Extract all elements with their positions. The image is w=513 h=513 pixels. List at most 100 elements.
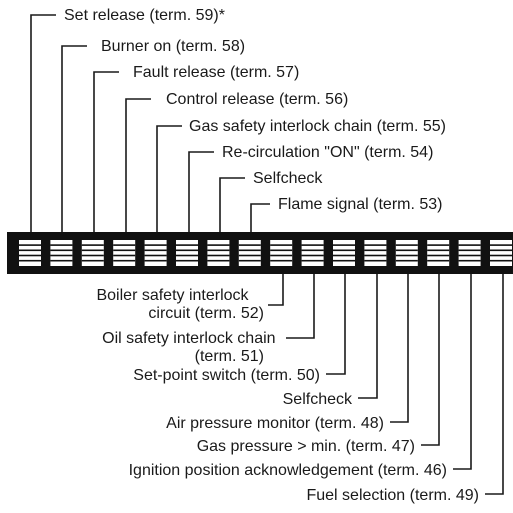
lamp-segment xyxy=(50,240,73,266)
lamp-segment xyxy=(207,240,230,266)
lamp-segment-stripe xyxy=(19,254,41,257)
lamp-segment-stripe xyxy=(458,244,481,246)
lamp-segment-stripe xyxy=(176,259,198,262)
lamp-segment-face xyxy=(301,240,324,266)
lamp-segment-stripe xyxy=(364,244,387,246)
label-boiler-safety-line1: Boiler safety interlock xyxy=(96,287,249,304)
lamp-segment-stripe xyxy=(113,259,136,262)
lamp-segment-face xyxy=(238,240,261,266)
lamp-segment xyxy=(301,240,324,266)
lamp-segment-stripe xyxy=(270,254,293,257)
leader-setpoint-switch xyxy=(326,274,346,375)
lamp-segment-stripe xyxy=(81,244,104,246)
lamp-segment-stripe xyxy=(238,244,261,246)
lamp-segment-stripe xyxy=(427,244,450,246)
lamp-segment xyxy=(490,240,512,266)
lamp-segment-stripe xyxy=(50,259,73,262)
label-control-release: Control release (term. 56) xyxy=(166,91,348,108)
leader-selfcheck-top xyxy=(219,177,245,232)
lamp-segments xyxy=(19,240,512,266)
lamp-segment-stripe xyxy=(427,249,450,252)
lamp-segment-face xyxy=(113,240,136,266)
lamp-segment-stripe xyxy=(238,254,261,257)
lamp-segment-face xyxy=(81,240,104,266)
lamp-segment-stripe xyxy=(301,249,324,252)
leader-fuel-selection xyxy=(485,274,504,495)
leader-selfcheck-bottom xyxy=(358,274,378,399)
lamp-segment-face xyxy=(333,240,355,266)
lamp-segment-stripe xyxy=(427,259,450,262)
label-boiler-safety-line2: circuit (term. 52) xyxy=(148,305,264,322)
label-recirculation: Re-circulation "ON" (term. 54) xyxy=(222,144,433,161)
lamp-segment-stripe xyxy=(50,244,73,246)
label-gas-pressure: Gas pressure > min. (term. 47) xyxy=(197,438,415,455)
bottom-labels: Boiler safety interlock circuit (term. 5… xyxy=(96,287,479,504)
top-leader-lines xyxy=(30,14,270,232)
lamp-segment-stripe xyxy=(427,254,450,257)
lamp-segment-face xyxy=(50,240,73,266)
leader-gas-pressure xyxy=(421,274,440,446)
leader-control-release xyxy=(125,98,151,232)
lamp-segment-face xyxy=(364,240,387,266)
lamp-segment-face xyxy=(144,240,167,266)
lamp-segment-stripe xyxy=(207,244,230,246)
lamp-segment-stripe xyxy=(458,259,481,262)
lamp-segment xyxy=(333,240,355,266)
leader-gas-safety-interlock xyxy=(156,125,182,232)
lamp-segment-stripe xyxy=(458,249,481,252)
label-ignition-position: Ignition position acknowledgement (term.… xyxy=(129,462,447,479)
lamp-strip xyxy=(7,232,513,274)
lamp-segment xyxy=(270,240,293,266)
label-fault-release: Fault release (term. 57) xyxy=(133,64,299,81)
top-labels: Set release (term. 59)* Burner on (term.… xyxy=(64,7,446,213)
leader-flame-signal xyxy=(250,203,270,232)
label-oil-safety: Oil safety interlock chain (term. 51) xyxy=(102,330,280,365)
lamp-segment-stripe xyxy=(50,254,73,257)
lamp-segment-stripe xyxy=(270,259,293,262)
lamp-segment xyxy=(427,240,450,266)
lamp-segment-stripe xyxy=(458,254,481,257)
label-gas-safety-interlock: Gas safety interlock chain (term. 55) xyxy=(189,118,446,135)
lamp-segment xyxy=(113,240,136,266)
lamp-segment-stripe xyxy=(19,259,41,262)
lamp-segment-stripe xyxy=(333,249,355,252)
lamp-segment-stripe xyxy=(301,259,324,262)
lamp-segment-stripe xyxy=(490,249,512,252)
leader-boiler-safety xyxy=(268,274,284,306)
lamp-segment xyxy=(19,240,41,266)
label-burner-on: Burner on (term. 58) xyxy=(101,38,245,55)
lamp-segment-stripe xyxy=(19,249,41,252)
lamp-segment-stripe xyxy=(333,254,355,257)
lamp-segment-stripe xyxy=(364,259,387,262)
lamp-segment-stripe xyxy=(364,249,387,252)
lamp-segment-face xyxy=(395,240,418,266)
lamp-segment-stripe xyxy=(176,244,198,246)
lamp-segment-stripe xyxy=(333,244,355,246)
lamp-segment-face xyxy=(19,240,41,266)
leader-oil-safety xyxy=(286,274,315,339)
lamp-segment-stripe xyxy=(364,254,387,257)
lamp-segment-stripe xyxy=(395,254,418,257)
lamp-segment-face xyxy=(176,240,198,266)
lamp-segment-stripe xyxy=(207,254,230,257)
leader-burner-on xyxy=(61,45,87,232)
label-selfcheck-top: Selfcheck xyxy=(253,170,323,187)
label-boiler-safety: Boiler safety interlock circuit (term. 5… xyxy=(96,287,264,322)
lamp-segment-stripe xyxy=(50,249,73,252)
lamp-segment-stripe xyxy=(144,249,167,252)
lamp-segment xyxy=(458,240,481,266)
lamp-segment-stripe xyxy=(490,244,512,246)
lamp-segment-stripe xyxy=(395,244,418,246)
leader-ignition-position xyxy=(453,274,472,470)
lamp-segment-stripe xyxy=(207,249,230,252)
label-air-pressure: Air pressure monitor (term. 48) xyxy=(166,415,384,432)
lamp-segment-stripe xyxy=(238,259,261,262)
lamp-segment-stripe xyxy=(113,244,136,246)
lamp-segment-stripe xyxy=(176,254,198,257)
lamp-segment-stripe xyxy=(301,244,324,246)
lamp-segment-stripe xyxy=(113,254,136,257)
lamp-segment-stripe xyxy=(176,249,198,252)
lamp-segment-stripe xyxy=(270,244,293,246)
lamp-segment-face xyxy=(490,240,512,266)
